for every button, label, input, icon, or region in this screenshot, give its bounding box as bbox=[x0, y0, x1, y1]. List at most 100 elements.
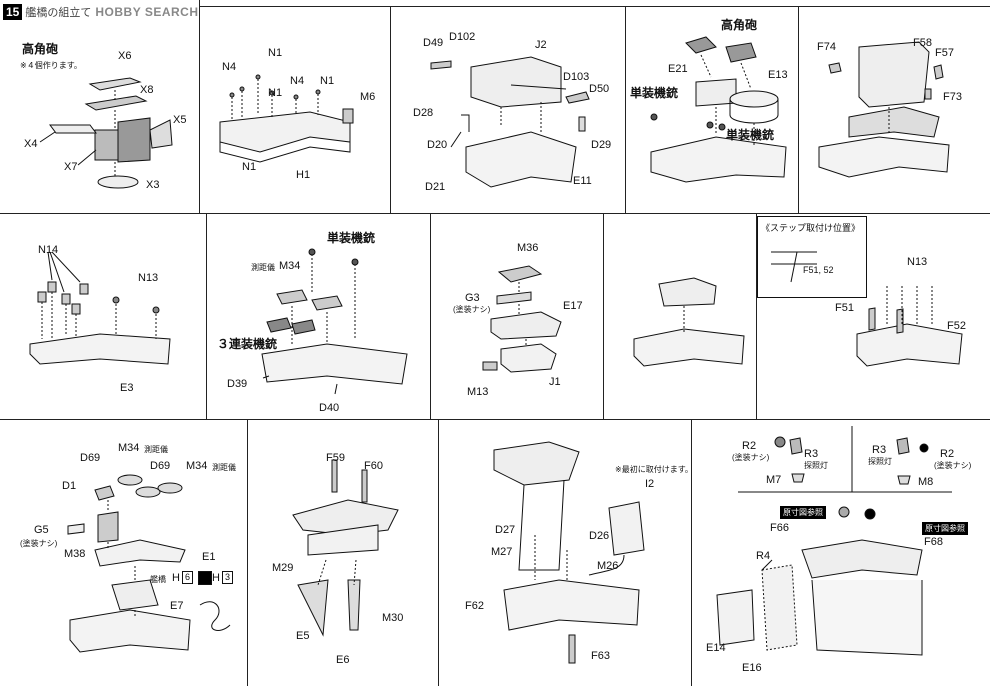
diagram-assembled-bridge bbox=[633, 277, 745, 367]
part-label: X4 bbox=[24, 138, 38, 150]
part-label: M30 bbox=[382, 612, 404, 624]
part-label: X7 bbox=[64, 161, 78, 173]
panel-7: 単装機銃 測距儀 M34 ３連装機銃 D39 D40 bbox=[206, 213, 431, 420]
watermark-logo: HOBBY SEARCH bbox=[95, 5, 199, 19]
part-label: D69 bbox=[80, 452, 101, 464]
diagram-bridge-e1 bbox=[67, 474, 231, 653]
part-label: N1 bbox=[242, 161, 257, 173]
note-no-paint: (塗装ナシ) bbox=[453, 305, 491, 314]
panel-14: R2 (塗装ナシ) R3 探照灯 M7 R3 探照灯 R2 (塗装ナシ) M8 … bbox=[691, 419, 990, 686]
step-title: 艦橋の組立て bbox=[25, 7, 92, 19]
part-label: F63 bbox=[591, 650, 610, 662]
part-label: F58 bbox=[913, 37, 932, 49]
part-label: N4 bbox=[290, 75, 305, 87]
part-label: D21 bbox=[425, 181, 446, 193]
part-label: M8 bbox=[918, 476, 934, 488]
diagram-bridge-j2 bbox=[430, 56, 590, 188]
part-label: E21 bbox=[668, 63, 688, 75]
diagram-steps bbox=[771, 251, 963, 367]
diagram-deck-h1 bbox=[219, 74, 354, 163]
panel-4: 高角砲 E21 E13 単装機銃 単装機銃 bbox=[625, 6, 799, 214]
label-rangefinder: 測距儀 bbox=[251, 263, 275, 272]
panel-6: N14 N13 E3 bbox=[0, 213, 207, 420]
label-hi-angle-gun: 高角砲 bbox=[721, 18, 758, 32]
hole-ref-label: H bbox=[212, 572, 220, 584]
part-label: M36 bbox=[517, 242, 539, 254]
diagram-mg-rangefinder bbox=[261, 248, 408, 395]
part-label: E16 bbox=[742, 662, 762, 674]
diagram-upper-bridge bbox=[818, 41, 950, 178]
part-label: M27 bbox=[491, 546, 513, 558]
part-label: D40 bbox=[319, 402, 340, 414]
part-label: D39 bbox=[227, 378, 248, 390]
part-label: F62 bbox=[465, 600, 484, 612]
step-header: 15 艦橋の組立て HOBBY SEARCH bbox=[3, 3, 198, 21]
part-label: E5 bbox=[296, 630, 310, 642]
part-label: D1 bbox=[62, 480, 77, 492]
badge-see-full-size: 原寸図参照 bbox=[780, 506, 826, 519]
part-label: G3 bbox=[465, 292, 480, 304]
part-label: R2 bbox=[742, 440, 757, 452]
part-label: H1 bbox=[296, 169, 311, 181]
part-label: E14 bbox=[706, 642, 726, 654]
hole-size-box: 6 bbox=[182, 571, 194, 584]
panel-8: M36 G3 (塗装ナシ) E17 M13 J1 bbox=[430, 213, 604, 420]
part-label: D29 bbox=[591, 139, 612, 151]
part-label: F60 bbox=[364, 460, 383, 472]
part-label: D69 bbox=[150, 460, 171, 472]
part-label: E11 bbox=[573, 175, 592, 187]
part-label: F51, 52 bbox=[803, 265, 834, 275]
part-label: E17 bbox=[563, 300, 583, 312]
part-label: F74 bbox=[817, 41, 836, 53]
part-label: M34 bbox=[186, 460, 208, 472]
diagram-tower bbox=[493, 441, 645, 664]
part-label: X6 bbox=[118, 50, 132, 62]
diagram-deck-e3 bbox=[29, 251, 171, 365]
label-bridge: 艦橋 bbox=[150, 575, 166, 584]
label-rangefinder: 測距儀 bbox=[144, 445, 168, 454]
part-label: N13 bbox=[907, 256, 928, 268]
part-label: E6 bbox=[336, 654, 350, 666]
part-label: D27 bbox=[495, 524, 516, 536]
step-number: 15 bbox=[3, 4, 23, 20]
part-label: R3 bbox=[872, 444, 887, 456]
part-label: F51 bbox=[835, 302, 854, 314]
part-label: X3 bbox=[146, 179, 160, 191]
part-label: J2 bbox=[535, 39, 547, 51]
part-label: F57 bbox=[935, 47, 954, 59]
part-label: D50 bbox=[589, 83, 610, 95]
part-label: F68 bbox=[924, 536, 943, 548]
diagram-gun-decks bbox=[650, 36, 787, 183]
note-no-paint: (塗装ナシ) bbox=[934, 461, 972, 470]
part-label: N1 bbox=[320, 75, 335, 87]
part-label: D26 bbox=[589, 530, 610, 542]
part-label: D102 bbox=[449, 31, 476, 43]
part-label: I2 bbox=[645, 478, 655, 490]
part-label: R3 bbox=[804, 448, 819, 460]
panel-2: N1 N4 N1 N4 N1 M6 N1 H1 bbox=[199, 6, 391, 214]
part-label: M13 bbox=[467, 386, 489, 398]
part-label: F66 bbox=[770, 522, 789, 534]
label-single-mg: 単装機銃 bbox=[327, 231, 376, 245]
part-label: M26 bbox=[597, 560, 619, 572]
label-single-mg: 単装機銃 bbox=[630, 86, 679, 100]
part-label: J1 bbox=[549, 376, 561, 388]
badge-see-full-size: 原寸図参照 bbox=[922, 522, 968, 535]
part-label: D20 bbox=[427, 139, 448, 151]
part-label: D28 bbox=[413, 107, 434, 119]
diagram-mast-legs bbox=[292, 459, 399, 637]
diagram-hi-angle-gun bbox=[39, 77, 173, 189]
panel-10: 《ステップ取付け位置》 F51, 52 N13 F51 F52 bbox=[756, 213, 990, 420]
part-label: F59 bbox=[326, 452, 345, 464]
part-label: F73 bbox=[943, 91, 962, 103]
part-label: D103 bbox=[563, 71, 590, 83]
part-label: E3 bbox=[120, 382, 134, 394]
part-label: N4 bbox=[222, 61, 237, 73]
part-label: R4 bbox=[756, 550, 771, 562]
note-no-paint: (塗装ナシ) bbox=[20, 539, 58, 548]
part-label: G5 bbox=[34, 524, 49, 536]
note-no-paint: (塗装ナシ) bbox=[732, 453, 770, 462]
part-label: X8 bbox=[140, 84, 154, 96]
diagram-searchlights bbox=[716, 426, 952, 656]
